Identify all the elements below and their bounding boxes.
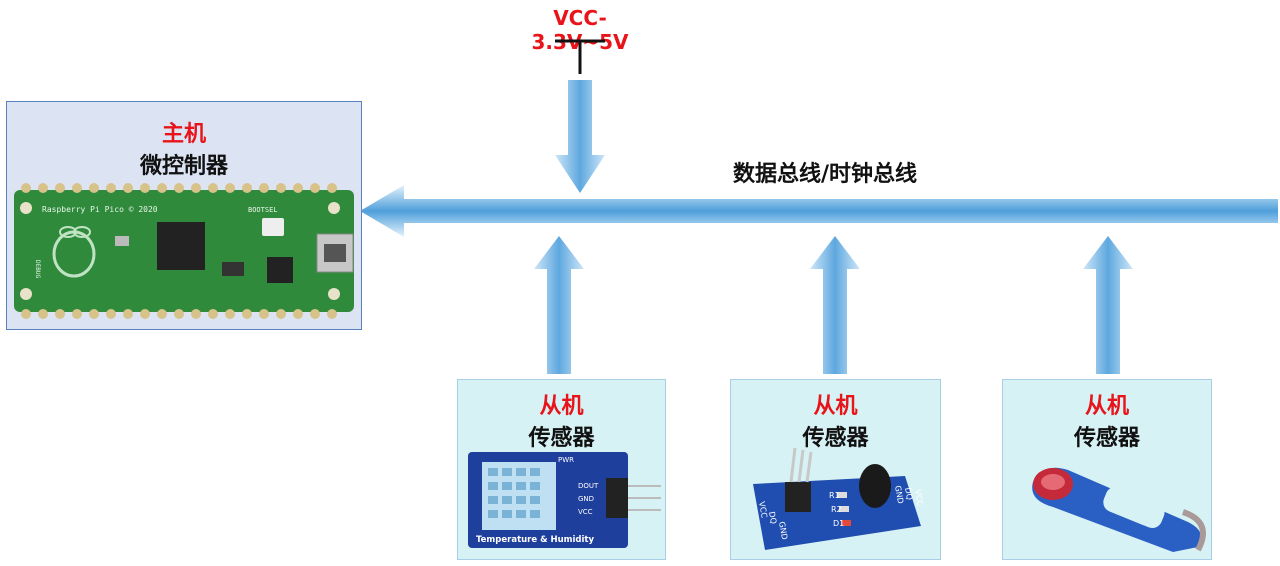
ds18b20-sensor-image: VCC DQ GND R1 R2 D1 GND DQ VCC: [753, 447, 925, 550]
vcc-symbol: [555, 39, 605, 74]
board-silkscreen: Raspberry Pi Pico © 2020: [42, 205, 158, 214]
pin-gnd: GND: [578, 495, 594, 503]
slave-1-box: 从机 传感器 PWR DOUT GND VCC Temperature & Hu…: [457, 379, 666, 560]
pin-left-gnd: GND: [777, 521, 789, 541]
vcc-arrow: [555, 80, 605, 193]
slave-2-arrow: [810, 236, 860, 374]
dht-sensor-image: PWR DOUT GND VCC Temperature & Humidity: [468, 452, 661, 548]
bootsel-label: BOOTSEL: [248, 206, 278, 214]
host-box: 主机 微控制器 Ras: [6, 101, 362, 330]
slave-3-role: 从机: [1084, 394, 1129, 419]
ibutton-sensor-image: [1032, 467, 1206, 552]
label-d1: D1: [833, 519, 844, 528]
debug-label: DEBUG: [34, 260, 41, 278]
label-r2: R2: [831, 505, 842, 514]
slave-1-arrow: [534, 236, 584, 374]
host-name: 微控制器: [139, 154, 228, 179]
slave-3-box: 从机 传感器: [1002, 379, 1212, 560]
pin-right-dq: DQ: [903, 487, 914, 501]
pin-right-vcc: VCC: [913, 489, 925, 507]
pin-vcc: VCC: [578, 508, 593, 516]
pin-right-gnd: GND: [893, 485, 905, 505]
pin-left-vcc: VCC: [757, 501, 769, 519]
slave-2-role: 从机: [813, 394, 858, 419]
slave-3-arrow: [1083, 236, 1133, 374]
slave-2-name: 传感器: [802, 426, 869, 451]
pico-board-image: Raspberry Pi Pico © 2020 BOOTSEL DEBUG: [14, 183, 354, 319]
slave-3-name: 传感器: [1073, 426, 1140, 451]
dht-caption: Temperature & Humidity: [476, 535, 594, 545]
pin-left-dq: DQ: [767, 511, 778, 525]
slave-1-role: 从机: [539, 394, 584, 419]
host-role: 主机: [161, 122, 206, 147]
slave-1-name: 传感器: [528, 426, 595, 451]
pin-dout: DOUT: [578, 482, 599, 490]
pin-pwr: PWR: [558, 456, 574, 464]
slave-2-box: 从机 传感器 VCC DQ GND R1 R2 D1 GND DQ VCC: [730, 379, 941, 560]
bus-arrow: [360, 185, 1278, 237]
bus-label: 数据总线/时钟总线: [732, 162, 918, 187]
label-r1: R1: [829, 491, 840, 500]
